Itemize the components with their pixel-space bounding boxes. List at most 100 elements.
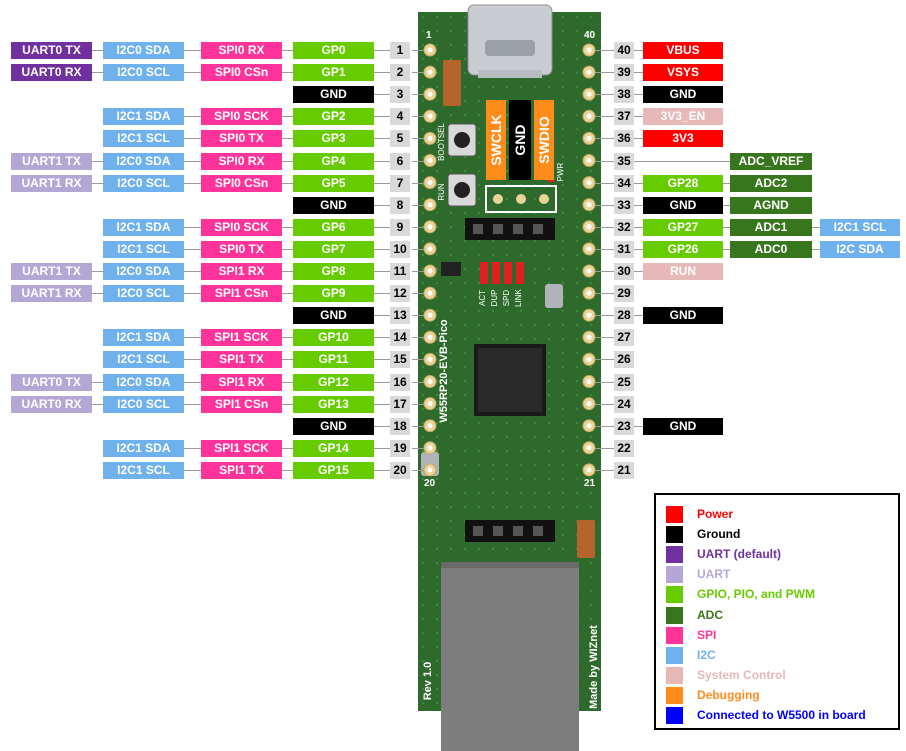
uart-label: UART1 TX xyxy=(11,152,92,170)
swdio-label xyxy=(534,100,554,180)
i2c-label: I2C1 SDA xyxy=(103,218,184,236)
i2c-label: I2C0 SDA xyxy=(103,42,184,59)
pin-pads xyxy=(423,43,596,477)
connector-line xyxy=(184,381,201,383)
connector-line xyxy=(374,138,390,140)
gpio-label: GP11 xyxy=(293,351,374,369)
connector-line xyxy=(412,447,424,449)
connector-line xyxy=(184,293,201,295)
connector-line xyxy=(412,271,424,272)
pin-hole xyxy=(427,334,433,340)
swclk-text: SWCLK xyxy=(488,114,504,166)
pin-number: 11 xyxy=(390,263,410,280)
pin-hole xyxy=(427,202,433,208)
connector-line xyxy=(282,337,293,339)
legend-swatch xyxy=(666,566,683,584)
pin-hole xyxy=(586,246,592,252)
connector-line xyxy=(634,271,643,272)
connector-line xyxy=(412,337,424,339)
connector-line xyxy=(374,293,390,295)
pin-number: 22 xyxy=(614,439,634,457)
connector-line xyxy=(282,271,293,272)
ground-label: GND xyxy=(643,307,723,325)
connector-line xyxy=(184,72,201,74)
pin-number: 6 xyxy=(390,152,410,170)
pin-number: 12 xyxy=(390,285,410,303)
connector-line xyxy=(374,381,390,383)
i2c-label: I2C1 SDA xyxy=(103,329,184,347)
spi-label: SPI1 TX xyxy=(201,351,282,369)
legend-label: UART (default) xyxy=(697,547,781,562)
pin-hole xyxy=(586,69,592,75)
spi-label: SPI0 RX xyxy=(201,152,282,170)
connector-line xyxy=(595,403,614,405)
connector-line xyxy=(282,293,293,295)
pin-number: 10 xyxy=(390,240,410,258)
uart-label: UART1 TX xyxy=(11,263,92,280)
ethernet-jack xyxy=(441,562,579,751)
pin-number: 5 xyxy=(390,130,410,148)
i2c-label: I2C1 SCL xyxy=(103,351,184,369)
gpio-label: GP12 xyxy=(293,373,374,391)
spi-label: SPI0 CSn xyxy=(201,64,282,82)
gpio-label: GP9 xyxy=(293,285,374,303)
adc-label: AGND xyxy=(730,196,812,214)
connector-line xyxy=(374,94,390,96)
gpio-label: GP8 xyxy=(293,263,374,280)
connector-line xyxy=(184,50,201,51)
connector-line xyxy=(282,50,293,51)
pin-hole xyxy=(427,467,433,473)
connector-line xyxy=(184,160,201,162)
connector-line xyxy=(812,226,820,228)
connector-line xyxy=(595,469,614,471)
connector-line xyxy=(412,315,424,317)
connector-line xyxy=(634,315,643,317)
connector-line xyxy=(92,160,103,162)
connector-line xyxy=(412,204,424,206)
pin-hole xyxy=(427,47,433,53)
capacitor xyxy=(443,60,461,106)
connector-line xyxy=(412,425,424,427)
pin-number: 4 xyxy=(390,108,410,126)
connector-line xyxy=(374,425,390,427)
connector-line xyxy=(595,50,614,51)
connector-line xyxy=(184,403,201,405)
pin-number: 27 xyxy=(614,329,634,347)
pin-hole xyxy=(427,135,433,141)
pin-hole xyxy=(586,47,592,53)
legend-label: Power xyxy=(697,507,734,521)
spi-label: SPI1 TX xyxy=(201,461,282,479)
pin-number: 19 xyxy=(390,439,410,457)
pin-number: 13 xyxy=(390,307,410,325)
connector-line xyxy=(595,182,614,184)
made-by: Made by WIZnet xyxy=(588,625,600,709)
connector-line xyxy=(634,72,643,74)
pin-number: 28 xyxy=(614,307,634,325)
connector-line xyxy=(412,116,424,118)
pin-number: 15 xyxy=(390,351,410,369)
pin-number: 31 xyxy=(614,240,634,258)
pin-number: 29 xyxy=(614,285,634,303)
connector-line xyxy=(412,381,424,383)
connector-line xyxy=(184,271,201,272)
connector-line xyxy=(282,447,293,449)
spi-label: SPI0 TX xyxy=(201,240,282,258)
power-label: 3V3 xyxy=(643,130,723,148)
pin-hole xyxy=(427,356,433,362)
led-act-text: ACT xyxy=(478,290,487,306)
connector-line xyxy=(374,50,390,51)
connector-line xyxy=(595,359,614,361)
pin-hole xyxy=(586,445,592,451)
gpio-label: GP2 xyxy=(293,108,374,126)
pin-number: 37 xyxy=(614,108,634,126)
pin-number: 9 xyxy=(390,218,410,236)
legend-label: System Control xyxy=(697,667,786,682)
board-rev: Rev 1.0 xyxy=(422,661,434,701)
connector-line xyxy=(374,160,390,162)
spi-label: SPI1 CSn xyxy=(201,285,282,303)
pwr-text: PWR xyxy=(556,162,565,182)
pin-hole xyxy=(586,334,592,340)
uart-label: UART1 RX xyxy=(11,285,92,303)
connector-line xyxy=(634,204,643,206)
pin-hole xyxy=(586,290,592,296)
